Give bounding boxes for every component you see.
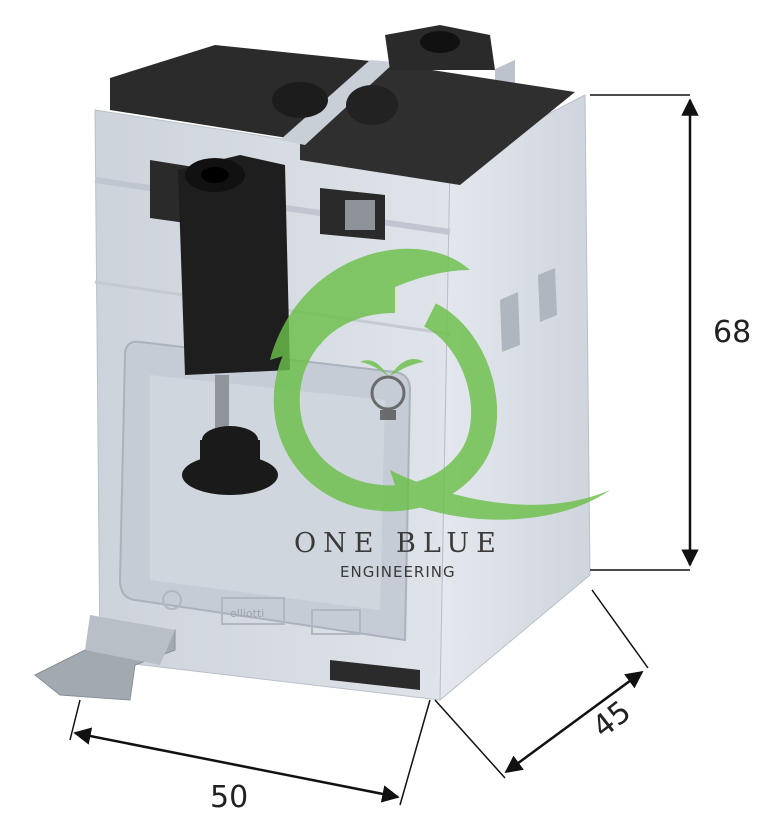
dimension-lines <box>69 94 699 806</box>
current-transformer: elliotti <box>34 25 591 702</box>
watermark-title: ONE BLUE <box>294 528 503 559</box>
housing-mark: elliotti <box>230 607 264 620</box>
clamp-screw <box>178 155 290 495</box>
width-dimension-label: 50 <box>210 780 249 815</box>
watermark-logo <box>270 248 610 520</box>
logo-leaf <box>270 248 470 360</box>
height-dimension-label: 68 <box>713 315 752 350</box>
watermark-subtitle: ENGINEERING <box>340 563 456 581</box>
lightbulb-icon <box>360 358 424 420</box>
depth-dimension-line <box>504 670 644 774</box>
side-face <box>439 94 591 702</box>
logo-q-tail <box>390 470 610 520</box>
width-dimension-line <box>73 727 400 803</box>
